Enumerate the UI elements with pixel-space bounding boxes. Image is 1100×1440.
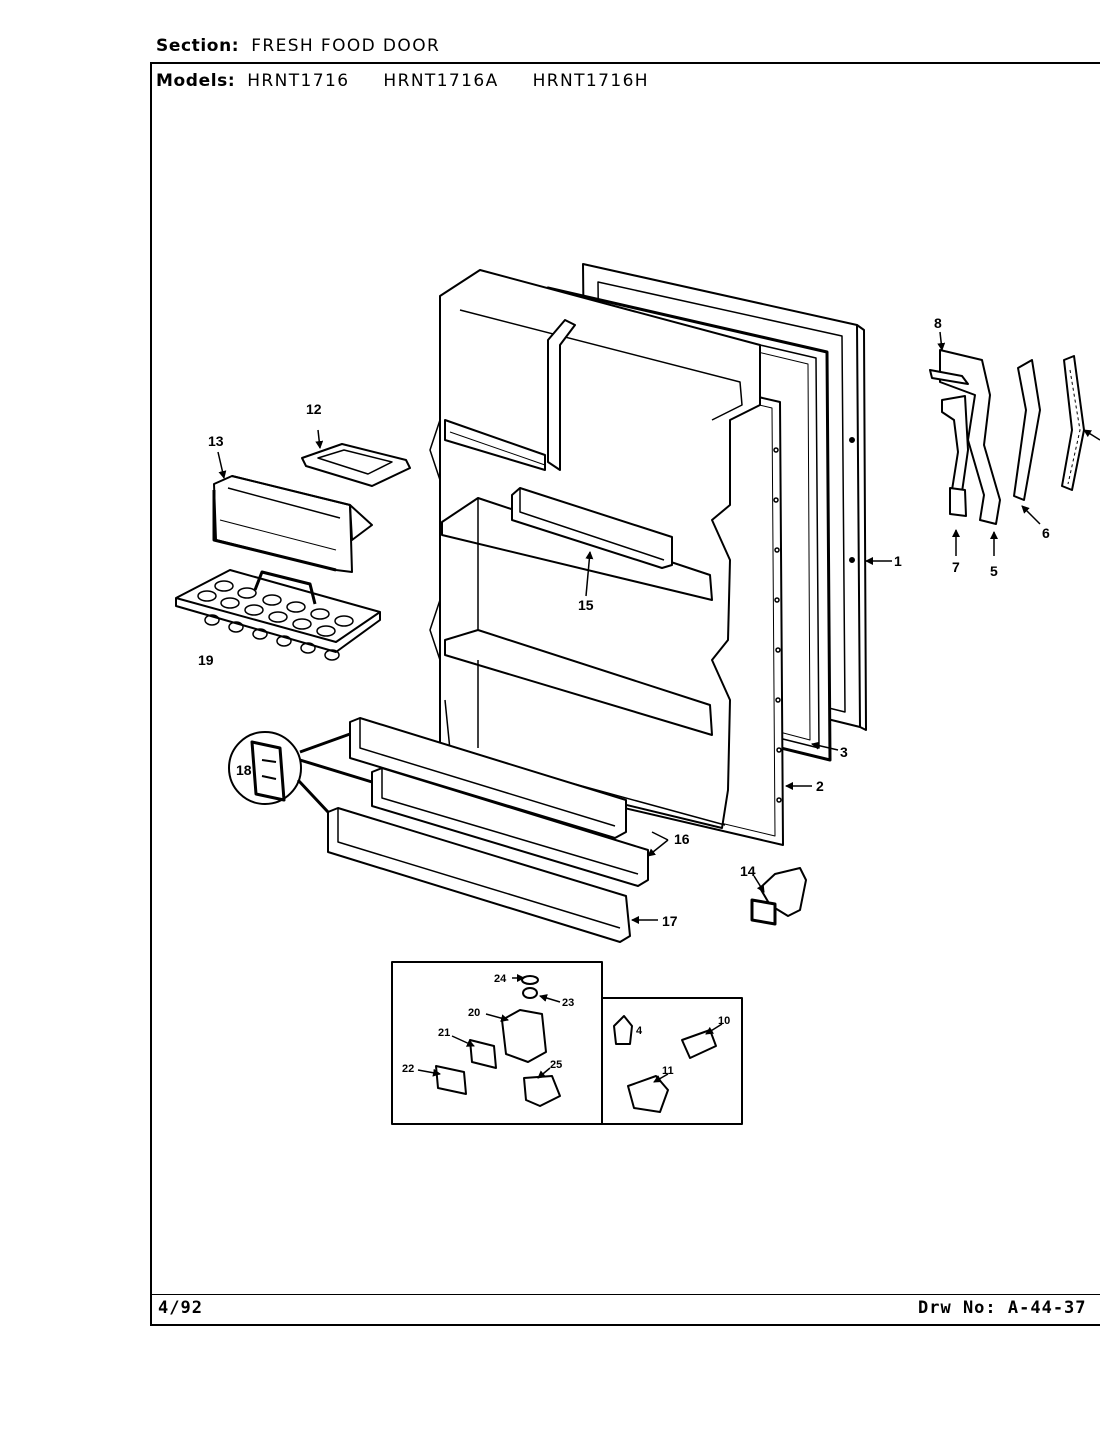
models-label: Models: [156, 71, 236, 91]
callout-5: 5 [990, 563, 998, 579]
callout-16: 16 [674, 831, 690, 847]
callout-20: 20 [468, 1007, 480, 1019]
shelf-bar-middle [371, 767, 649, 887]
callout-15: 15 [578, 597, 594, 613]
footer-date: 4/92 [158, 1298, 203, 1318]
callout-12: 12 [306, 401, 322, 417]
drawing-number: Drw No: A-44-37 [918, 1298, 1087, 1318]
callout-11: 11 [662, 1065, 674, 1077]
callout-21: 21 [438, 1027, 450, 1039]
hinge-cover [750, 867, 807, 926]
footer-divider [150, 1294, 1100, 1295]
callout-7: 7 [952, 559, 960, 575]
model-number: HRNT1716H [532, 71, 649, 91]
callout-1: 1 [894, 553, 902, 569]
cam-hardware-inset [601, 997, 743, 1125]
callout-14: 14 [740, 863, 756, 879]
callout-13: 13 [208, 433, 224, 449]
shelf-bar-lower [327, 807, 631, 943]
callout-3: 3 [840, 744, 848, 760]
egg-tray [175, 569, 381, 661]
model-number: HRNT1716 [247, 71, 350, 91]
section-label: Section: [156, 36, 240, 56]
models-header: Models: HRNT1716 HRNT1716A HRNT1716H [156, 71, 671, 91]
callout-18: 18 [236, 762, 252, 778]
callout-labels: 1 2 3 12 13 15 16 17 18 19 14 8 7 5 6 24… [198, 315, 1050, 1077]
hinge-and-trim-parts [929, 349, 1085, 525]
dairy-compartment [212, 475, 373, 573]
callout-6: 6 [1042, 525, 1050, 541]
callout-24: 24 [494, 973, 507, 985]
hinge-hardware-inset [391, 961, 603, 1125]
callout-19: 19 [198, 652, 214, 668]
callout-2: 2 [816, 778, 824, 794]
butter-dish-lid [301, 443, 411, 487]
section-title: FRESH FOOD DOOR [251, 36, 441, 56]
model-number: HRNT1716A [383, 71, 499, 91]
drawing-frame [150, 62, 1100, 1326]
callout-17: 17 [662, 913, 678, 929]
section-header: Section: FRESH FOOD DOOR [156, 36, 440, 56]
bar-end-cap-detail [228, 731, 373, 814]
callout-25: 25 [550, 1059, 562, 1071]
shelf-bar-upper [349, 717, 627, 839]
inner-door-liner [429, 269, 784, 846]
leader-lines [217, 331, 1100, 1083]
callout-23: 23 [562, 997, 574, 1009]
callout-8: 8 [934, 315, 942, 331]
callout-4: 4 [636, 1025, 643, 1037]
callout-10: 10 [718, 1015, 730, 1027]
callout-22: 22 [402, 1063, 414, 1075]
